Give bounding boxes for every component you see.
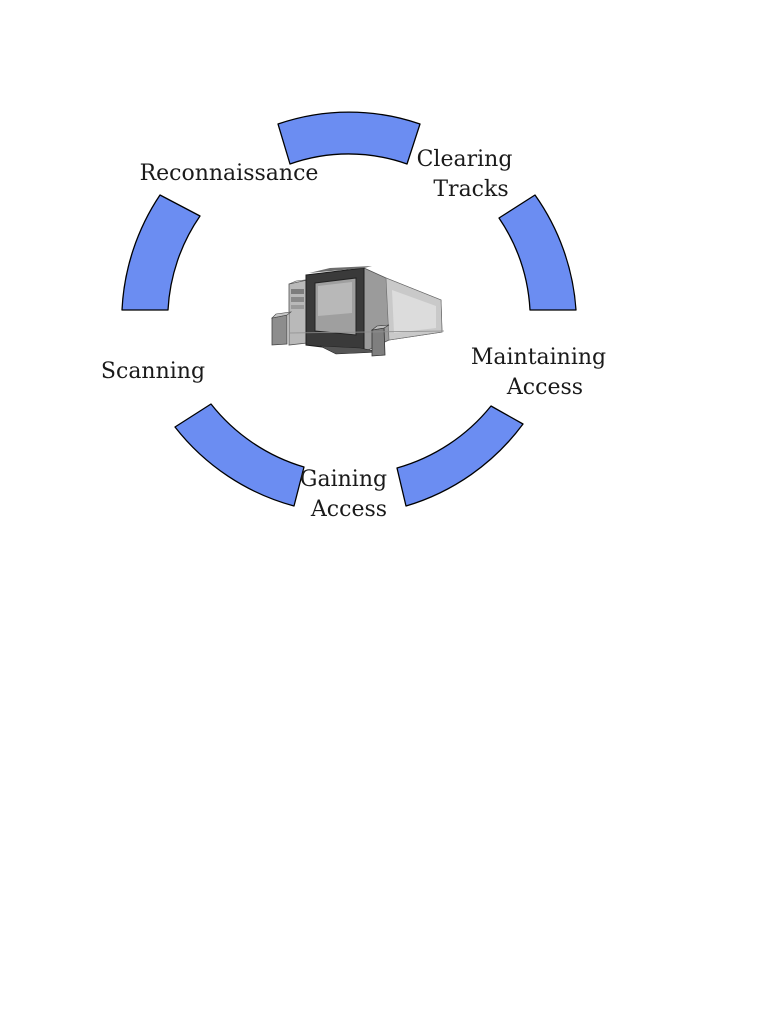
phase-label-scanning: Scanning (101, 359, 205, 384)
ring-segment-bottom (174, 403, 305, 507)
phase-label-clearing-tracks-line-2: Tracks (433, 177, 508, 202)
phase-label-clearing-tracks: Clearing Tracks (417, 147, 520, 202)
phase-label-maintaining-access: Maintaining Access (471, 345, 613, 400)
phase-label-gaining-access-line-2: Access (310, 497, 387, 522)
phase-label-reconnaissance: Reconnaissance (140, 161, 319, 186)
phase-label-scanning-line-1: Scanning (101, 359, 205, 384)
phase-label-gaining-access: Gaining Access (300, 467, 394, 522)
phase-label-reconnaissance-line-1: Reconnaissance (140, 161, 319, 186)
ring-segment-top (277, 111, 421, 165)
phase-label-clearing-tracks-line-1: Clearing (417, 147, 513, 172)
cycle-ring (121, 111, 577, 507)
ring-segment-right (498, 194, 577, 311)
desktop-computer-icon (271, 266, 445, 357)
phase-label-gaining-access-line-1: Gaining (300, 467, 387, 492)
phase-label-maintaining-access-line-1: Maintaining (471, 345, 606, 370)
phase-label-maintaining-access-line-2: Access (506, 375, 583, 400)
ring-segment-left (121, 194, 201, 311)
ring-segment-lower-right (396, 405, 524, 507)
